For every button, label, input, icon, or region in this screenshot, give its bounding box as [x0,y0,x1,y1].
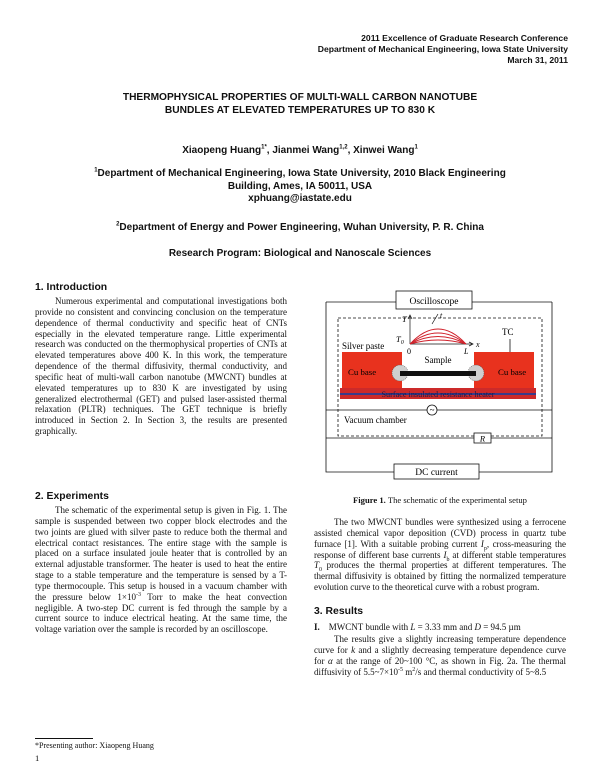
sample-label: Sample [425,355,452,365]
experiments-text: The schematic of the experimental setup … [35,505,287,635]
math-var: I [480,538,484,549]
text-part: , cross-measuring the response of differ… [314,538,566,560]
results-item-line: I. MWCNT bundle with L = 3.33 mm and D =… [314,622,566,633]
author-name: Xiaopeng Huang [182,145,262,156]
exponent: -3 [135,591,141,598]
conference-header: 2011 Excellence of Graduate Research Con… [318,33,568,66]
text-part: at different stable temperatures [449,549,566,560]
author-superscript: 1* [261,144,267,151]
text-part: The results give a slightly increasing t… [314,634,566,655]
dc-current-box [393,463,480,480]
synthesis-text: The two MWCNT bundles were synthesized u… [314,517,566,593]
dc-current-label: DC current [415,468,458,478]
text-part: = 3.33 mm and [415,622,475,632]
math-var: D [474,622,481,632]
exponent: -5 [398,666,404,673]
contact-email[interactable]: xphuang@iastate.edu [248,193,352,204]
time-label: t [440,311,443,320]
title-line-2: BUNDLES AT ELEVATED TEMPERATURES UP TO 8… [164,105,436,116]
text-part: and a slightly decreasing temperature de… [314,644,566,666]
section-heading-experiments: 2. Experiments [35,491,109,502]
text-part: MWCNT bundle with [328,622,411,632]
affiliation-1: 1Department of Mechanical Engineering, I… [40,168,560,206]
author-list: Xiaopeng Huang1*, Jianmei Wang1,2, Xinwe… [182,144,418,156]
author-name: Xinwei Wang [353,145,415,156]
math-sub: p [483,545,487,552]
experiments-text-part: Torr to make the heat convection negligi… [35,591,287,635]
t-axis-label: T [402,314,408,324]
exponent: 2 [412,666,416,673]
affiliation-line-2: Building, Ames, IA 50011, USA [227,180,373,192]
cu-base-left-label: Cu base [348,367,376,377]
math-var: I [443,549,447,560]
author-name: Jianmei Wang [272,145,340,156]
math-sub: b [446,556,450,563]
text-part: at the range of 20~100 °C, as shown in F… [314,655,567,677]
math-var: L [410,622,416,632]
synthesis-paragraph: The two MWCNT bundles were synthesized u… [314,517,566,593]
research-program: Research Program: Biological and Nanosca… [168,248,432,259]
caption-label: Figure 1. [353,495,386,505]
silver-paste-label: Silver paste [342,341,384,351]
figure-1-caption: Figure 1. The schematic of the experimen… [314,495,566,505]
cu-base-right [474,352,534,388]
introduction-text: Numerous experimental and computational … [35,296,287,437]
ac-source-tilde: ~ [430,405,435,415]
footnote: *Presenting author: Xiaopeng Huang [35,741,154,750]
footnote-divider [35,738,93,739]
item-label: I. [314,622,320,632]
length-label: L [463,347,469,356]
page-number: 1 [35,753,40,763]
experiments-paragraph: The schematic of the experimental setup … [35,505,287,635]
resistor-box [473,432,492,444]
affiliation-line-1: Department of Mechanical Engineering, Io… [97,168,506,179]
text-part: produces the thermal properties at diffe… [314,560,566,593]
x-axis-label: x [475,340,480,349]
resistor-label: R [479,434,486,444]
text-part: The two MWCNT bundles were synthesized u… [314,517,566,549]
header-line-3: March 31, 2011 [507,55,568,65]
affiliation-superscript: 2 [116,221,120,228]
results-item: I. MWCNT bundle with L = 3.33 mm and D =… [314,622,566,633]
section-heading-introduction: 1. Introduction [35,282,108,293]
math-var: T [314,560,320,571]
text-part: = 94.5 µm [480,622,521,632]
author-superscript: 1,2 [339,144,348,151]
math-var: α [327,655,333,666]
heater-label: Surface insulated resistance heater [382,390,495,399]
paper-title: THERMOPHYSICAL PROPERTIES OF MULTI-WALL … [40,91,560,117]
affiliation-superscript: 1 [94,167,98,174]
section-heading-results: 3. Results [314,606,364,617]
vacuum-chamber-label: Vacuum chamber [344,415,407,425]
ac-source-symbol [426,404,438,416]
math-sub: 0 [319,567,323,574]
caption-text: The schematic of the experimental setup [385,495,527,505]
header-line-2: Department of Mechanical Engineering, Io… [317,44,568,54]
temperature-profile-curves [409,328,467,345]
oscilloscope-box [395,290,473,310]
sample-bar [400,371,476,376]
oscilloscope-label: Oscilloscope [409,297,458,307]
affiliation-2: 2Department of Energy and Power Engineer… [40,222,560,233]
origin-label: 0 [407,347,411,356]
setup-diagram: Oscilloscope Surface insulated resistanc… [325,290,553,480]
cu-base-left [342,352,402,388]
header-line-1: 2011 Excellence of Graduate Research Con… [361,33,568,43]
thermocouple-label: TC [502,327,514,337]
cu-base-right-label: Cu base [498,367,526,377]
introduction-paragraph: Numerous experimental and computational … [35,296,287,437]
results-paragraph: The results give a slightly increasing t… [314,634,566,677]
math-var: k [351,644,356,655]
t0-label: T0 [396,334,404,346]
affiliation-text: Department of Energy and Power Engineeri… [119,222,484,233]
text-part: /s and thermal conductivity of 5~8.5 [415,666,547,677]
results-text: The results give a slightly increasing t… [314,634,566,677]
vacuum-chamber-outline [337,317,543,437]
experiments-text-part: The schematic of the experimental setup … [35,505,287,602]
author-superscript: 1 [414,144,418,151]
text-part: m [403,666,413,677]
figure-1-schematic: Oscilloscope Surface insulated resistanc… [314,284,566,480]
title-line-1: THERMOPHYSICAL PROPERTIES OF MULTI-WALL … [122,92,478,103]
